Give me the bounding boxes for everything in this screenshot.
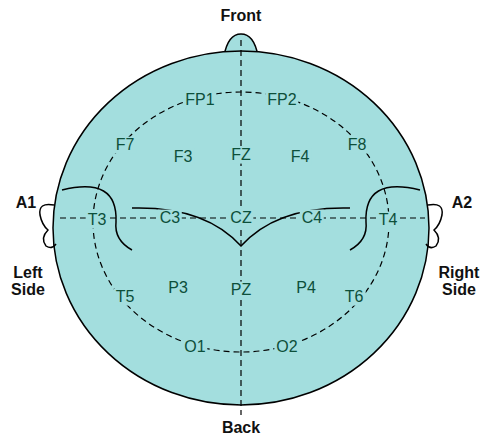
electrode-label: FZ	[229, 147, 253, 164]
electrode-label: T3	[86, 212, 109, 229]
electrode-label: PZ	[229, 282, 253, 299]
electrode-label: P3	[166, 280, 190, 297]
electrode-label: P4	[294, 280, 318, 297]
electrode-label: F3	[172, 149, 195, 166]
electrode-label: C4	[300, 210, 324, 227]
electrode-label: O2	[274, 339, 299, 356]
orientation-label: A1	[14, 195, 38, 212]
coronal-arc	[132, 208, 350, 246]
orientation-label: Left Side	[4, 265, 52, 299]
electrode-label: T6	[343, 289, 366, 306]
electrode-label: FP1	[183, 92, 216, 109]
electrode-label: CZ	[228, 210, 253, 227]
electrode-label: F8	[346, 137, 369, 154]
orientation-label: Front	[219, 8, 264, 25]
left-arc	[62, 187, 132, 250]
orientation-label: A2	[450, 195, 474, 212]
right-ear	[426, 204, 442, 247]
electrode-label: C3	[158, 210, 182, 227]
electrode-label: T4	[377, 212, 400, 229]
orientation-label: Back	[220, 420, 262, 437]
electrode-label: O1	[182, 339, 207, 356]
right-arc	[350, 187, 420, 250]
orientation-label: Right Side	[435, 265, 483, 299]
electrode-label: F4	[289, 149, 312, 166]
electrode-label: T5	[114, 289, 137, 306]
electrode-label: F7	[114, 137, 137, 154]
electrode-label: FP2	[265, 92, 298, 109]
midline	[240, 40, 241, 415]
left-ear	[40, 204, 56, 247]
